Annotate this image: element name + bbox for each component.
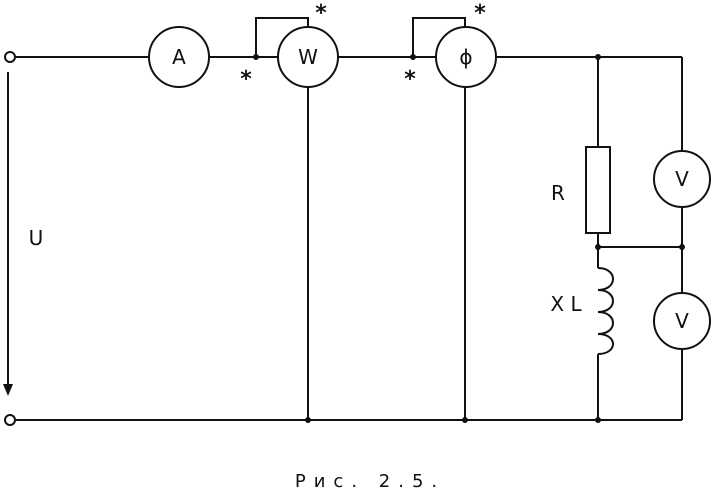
- voltmeter-resistor-label: V: [675, 167, 689, 191]
- phasemeter: [435, 26, 497, 88]
- wattmeter: [277, 26, 339, 88]
- node-bottom-w: [305, 417, 311, 423]
- ammeter: [148, 26, 210, 88]
- star-wattmeter-current: *: [240, 67, 252, 92]
- voltmeter-inductor: [653, 292, 711, 350]
- figure-caption: Рис. 2.5.: [295, 471, 445, 489]
- voltage-arrow-head: [3, 384, 13, 396]
- node-wattmeter: [253, 54, 259, 60]
- node-vm-mid: [679, 244, 685, 250]
- star-wattmeter-voltage: *: [315, 1, 327, 26]
- terminal-top: [4, 51, 16, 63]
- resistor-label: R: [551, 181, 565, 205]
- voltmeter-inductor-label: V: [675, 309, 689, 333]
- node-bottom-load: [595, 417, 601, 423]
- phasemeter-bracket: [412, 17, 466, 57]
- resistor: [585, 146, 611, 234]
- wattmeter-label: W: [298, 45, 318, 69]
- inductor: [597, 267, 614, 355]
- source-voltage-label: U: [29, 226, 44, 250]
- node-bottom-phi: [462, 417, 468, 423]
- inductor-label: X L: [550, 292, 582, 316]
- voltmeter-resistor: [653, 150, 711, 208]
- wattmeter-bracket: [255, 17, 309, 57]
- ammeter-label: A: [172, 45, 186, 69]
- terminal-bottom: [4, 414, 16, 426]
- node-phasemeter: [410, 54, 416, 60]
- phasemeter-label: ϕ: [459, 45, 472, 69]
- star-phasemeter-voltage: *: [474, 1, 486, 26]
- node-load-top: [595, 54, 601, 60]
- star-phasemeter-current: *: [404, 67, 416, 92]
- node-load-mid: [595, 244, 601, 250]
